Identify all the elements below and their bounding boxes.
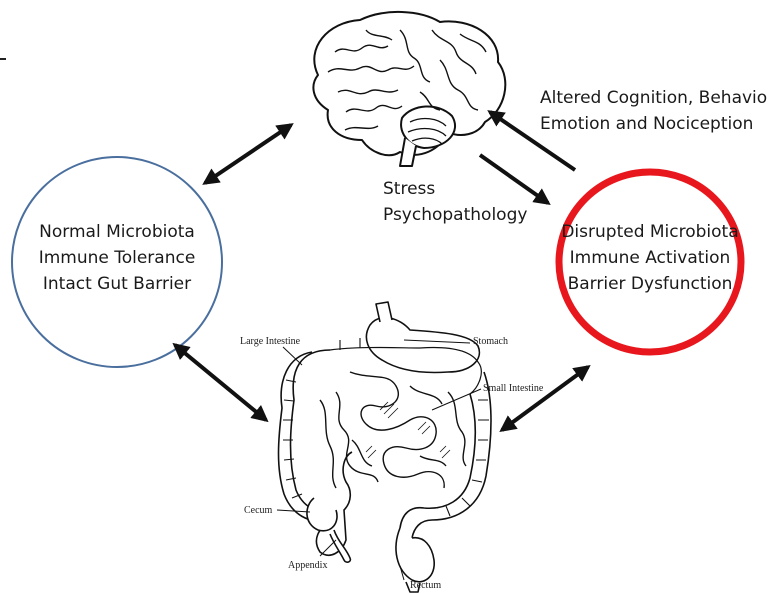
stomach-label: Stomach <box>473 336 508 347</box>
stress-line-1: Stress <box>383 176 527 202</box>
healthy-line-3: Intact Gut Barrier <box>17 271 217 297</box>
digestive-tract-illustration <box>277 302 491 592</box>
outcomes-line-2: Emotion and Nociception <box>540 111 768 137</box>
appendix-label: Appendix <box>288 560 327 571</box>
rectum-label: Rectum <box>410 580 441 591</box>
healthy-line-2: Immune Tolerance <box>17 245 217 271</box>
disrupted-state-label: Disrupted Microbiota Immune Activation B… <box>557 219 743 297</box>
brain-illustration <box>313 12 505 166</box>
small-intestine-label: Small Intestine <box>483 383 543 394</box>
cecum-label: Cecum <box>244 505 272 516</box>
large-intestine-label: Large Intestine <box>240 336 300 347</box>
healthy-state-label: Normal Microbiota Immune Tolerance Intac… <box>17 219 217 297</box>
stress-label: Stress Psychopathology <box>383 176 527 228</box>
stress-line-2: Psychopathology <box>383 202 527 228</box>
healthy-line-1: Normal Microbiota <box>17 219 217 245</box>
arrow-healthy-brain <box>205 125 291 183</box>
disrupted-line-3: Barrier Dysfunction <box>557 271 743 297</box>
disrupted-line-2: Immune Activation <box>557 245 743 271</box>
disrupted-line-1: Disrupted Microbiota <box>557 219 743 245</box>
arrow-healthy-gut <box>175 345 266 420</box>
outcomes-line-1: Altered Cognition, Behavior, <box>540 85 768 111</box>
arrow-disrupted-gut <box>502 367 588 430</box>
outcomes-label: Altered Cognition, Behavior, Emotion and… <box>540 85 768 137</box>
